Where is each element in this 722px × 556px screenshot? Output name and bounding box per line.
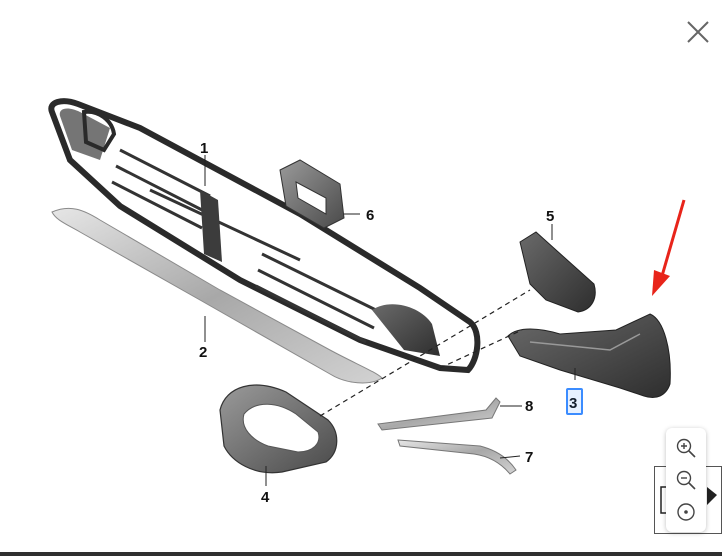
callout-label-2: 2 (199, 344, 207, 361)
close-icon (687, 21, 709, 43)
leader-lines (204, 155, 576, 486)
assembly-guide-lines (319, 289, 531, 417)
zoom-out-icon (676, 470, 696, 490)
bottom-border (0, 552, 722, 556)
bracket-part-5 (519, 231, 596, 313)
trim-strip-part (51, 207, 383, 384)
callout-label-1: 1 (200, 140, 208, 157)
zoom-in-button[interactable] (672, 434, 700, 462)
close-button[interactable] (682, 16, 714, 48)
bracket-part-6 (279, 159, 345, 229)
red-arrow-annotation (652, 199, 686, 296)
callout-label-7: 7 (525, 449, 533, 466)
callout-label-6: 6 (366, 207, 374, 224)
zoom-out-button[interactable] (672, 466, 700, 494)
zoom-in-icon (676, 438, 696, 458)
zoom-controls (666, 428, 706, 532)
callout-label-5: 5 (546, 208, 554, 225)
strip-part-8 (377, 397, 501, 431)
strip-part-7 (397, 439, 517, 475)
callout-label-3[interactable]: 3 (569, 395, 577, 412)
selected-part-highlight (566, 388, 583, 415)
reset-view-icon (677, 503, 695, 521)
bezel-part-4 (219, 384, 338, 474)
reset-view-button[interactable] (672, 498, 700, 526)
side-trim-part-3 (507, 313, 671, 398)
callout-label-4: 4 (261, 489, 270, 506)
callout-label-8: 8 (525, 398, 533, 415)
